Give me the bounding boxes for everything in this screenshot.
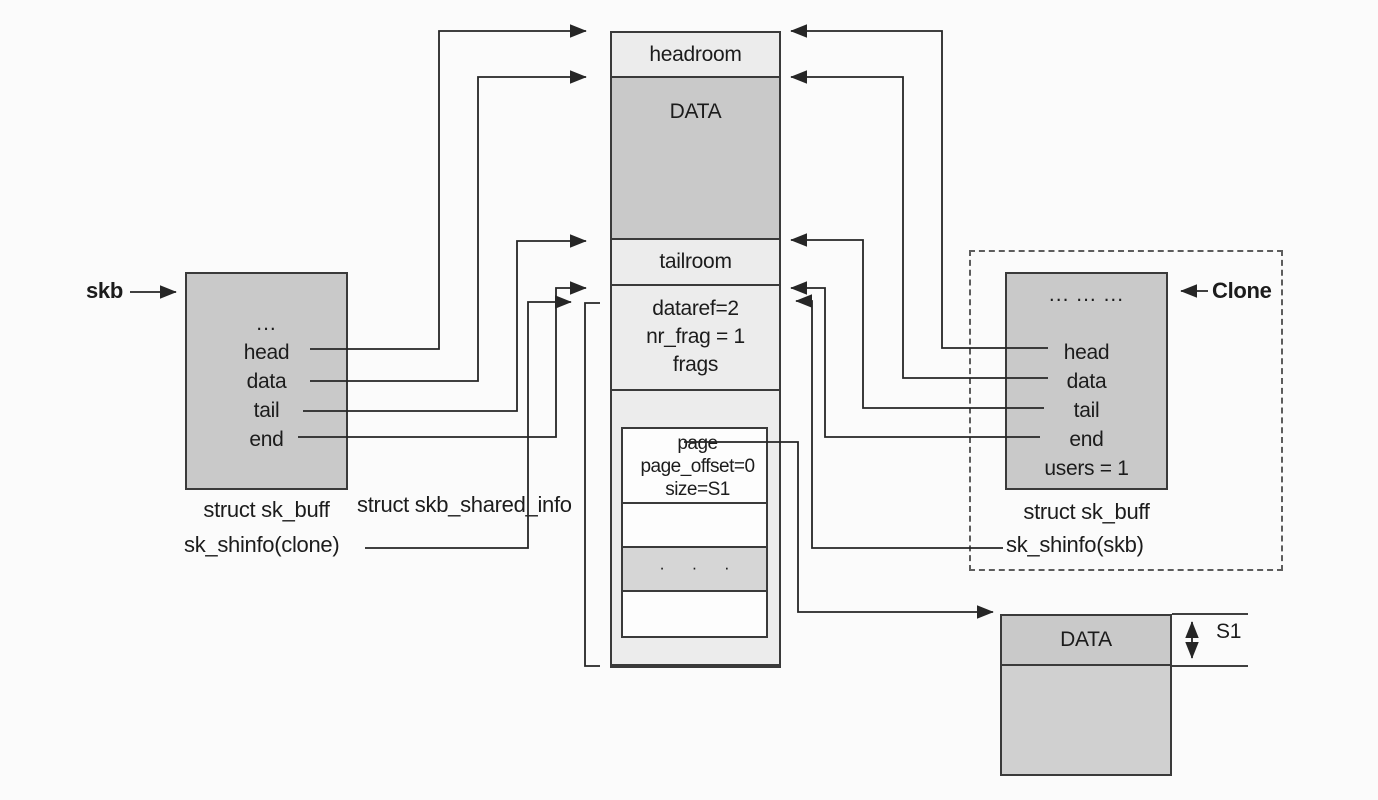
clone-pointer-label: Clone xyxy=(1212,278,1272,303)
buffer-column: headroom DATA tailroom dataref=2 nr_frag… xyxy=(610,31,781,668)
right-skb-box: ... ... ... head data tail end users = 1 xyxy=(1005,272,1168,490)
left-skb-ellipsis: ... xyxy=(256,312,277,335)
frag-ellipsis-cell: · · · xyxy=(623,548,766,592)
frags-array-section: page page_offset=0 size=S1 · · · xyxy=(612,391,779,666)
right-skb-spacer xyxy=(1007,309,1166,338)
left-skb-field-head: head xyxy=(243,341,290,364)
left-skb-fields: ... head data tail end xyxy=(187,309,346,454)
right-skb-field-end: end xyxy=(1069,428,1104,451)
shinfo-clone-label: sk_shinfo(clone) xyxy=(184,532,340,557)
right-skb-caption: struct sk_buff xyxy=(1023,499,1150,524)
frag-empty-cell-1 xyxy=(623,504,766,548)
shared-info-bracket xyxy=(584,302,600,667)
fragment-page-box: DATA xyxy=(1000,614,1172,776)
shared-info-frags: frags xyxy=(672,353,719,376)
right-skb-field-users: users = 1 xyxy=(1044,457,1129,480)
shared-info-section: dataref=2 nr_frag = 1 frags xyxy=(612,286,779,391)
left-skb-caption: struct sk_buff xyxy=(203,497,330,522)
right-skb-field-tail: tail xyxy=(1073,399,1100,422)
shared-info-caption: struct skb_shared_info xyxy=(357,492,572,517)
left-skb-field-tail: tail xyxy=(253,399,280,422)
left-skb-field-end: end xyxy=(249,428,284,451)
frag-offset-field: page_offset=0 xyxy=(640,456,755,477)
headroom-section: headroom xyxy=(612,33,779,78)
data-section: DATA xyxy=(612,78,779,240)
frags-array-table: page page_offset=0 size=S1 · · · xyxy=(621,427,768,638)
right-skb-field-data: data xyxy=(1066,370,1107,393)
frag-page-field: page xyxy=(677,433,718,454)
right-skb-ellipsis: ... ... ... xyxy=(1048,283,1125,306)
fragment-size-label: S1 xyxy=(1216,620,1242,643)
fragment-data-section: DATA xyxy=(1002,616,1170,666)
frag-size-field: size=S1 xyxy=(665,479,730,500)
right-skb-field-head: head xyxy=(1063,341,1110,364)
left-head-arrow xyxy=(310,24,587,350)
right-skb-fields: ... ... ... head data tail end users = 1 xyxy=(1007,280,1166,483)
tailroom-section: tailroom xyxy=(612,240,779,286)
skb-pointer-label: skb xyxy=(86,278,124,303)
shared-info-nrfrag: nr_frag = 1 xyxy=(646,325,745,348)
frag-descriptor-cell: page page_offset=0 size=S1 xyxy=(623,429,766,504)
shinfo-skb-label: sk_shinfo(skb) xyxy=(1006,532,1144,557)
frag-empty-cell-2 xyxy=(623,592,766,636)
left-skb-field-data: data xyxy=(246,370,287,393)
fragment-rest-section xyxy=(1002,666,1170,774)
left-skb-box: ... head data tail end xyxy=(185,272,348,490)
shared-info-dataref: dataref=2 xyxy=(652,297,739,320)
left-data-arrow xyxy=(310,70,587,382)
